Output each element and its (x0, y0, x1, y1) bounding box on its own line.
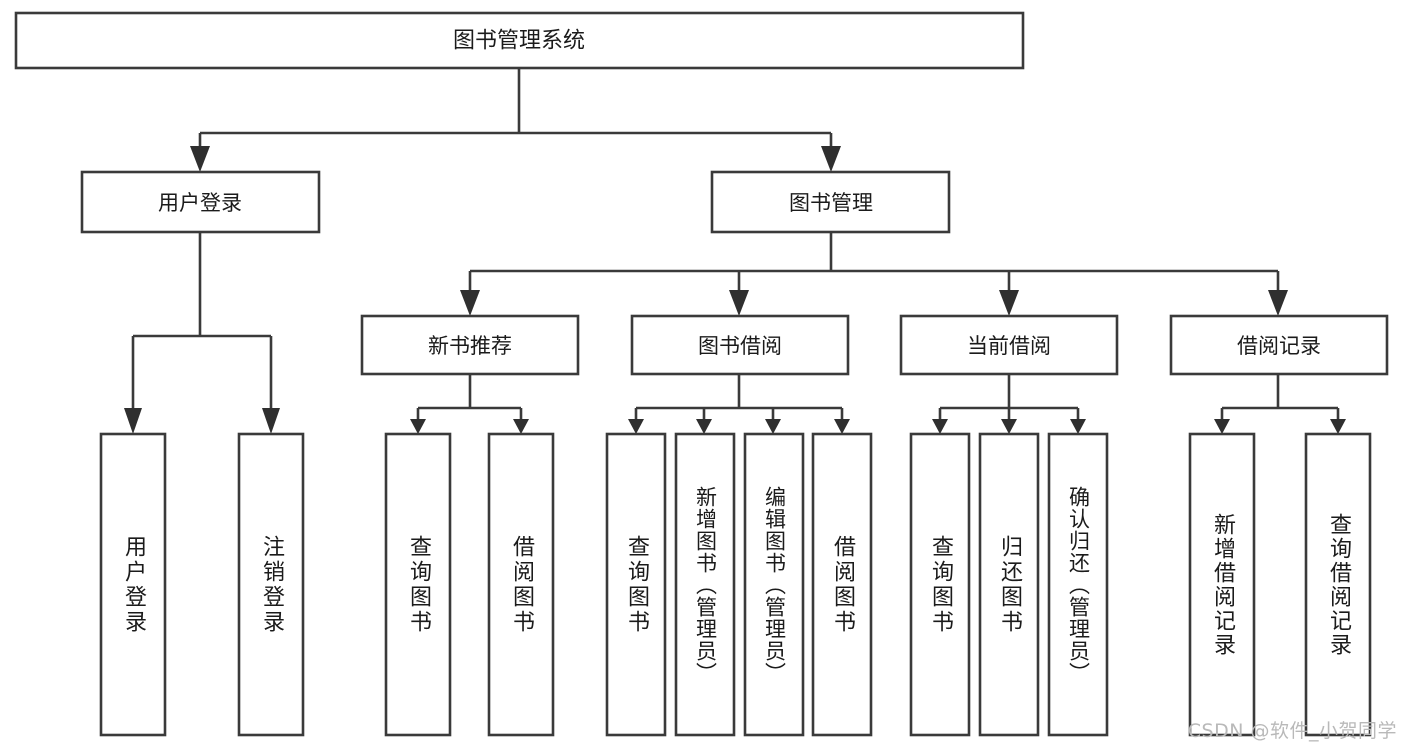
node-book-borrow[interactable]: 图书借阅 (630, 314, 850, 376)
node-leaf-add-book[interactable] (674, 432, 736, 737)
arrowhead-icon (765, 419, 781, 434)
arrowhead-icon (696, 419, 712, 434)
arrowhead-icon (932, 419, 948, 434)
arrowhead-icon (1001, 419, 1017, 434)
arrowhead-layer (124, 146, 1346, 434)
node-leaf-borrow-book-1[interactable] (487, 432, 555, 737)
node-leaf-query-book-1[interactable] (384, 432, 452, 737)
node-label-current-borrow: 当前借阅 (967, 334, 1051, 358)
node-label-borrow-record: 借阅记录 (1237, 334, 1321, 358)
node-leaf-borrow-book-2[interactable] (811, 432, 873, 737)
node-label-book-borrow: 图书借阅 (698, 334, 782, 358)
arrowhead-icon (1070, 419, 1086, 434)
node-leaf-add-record[interactable] (1188, 432, 1256, 737)
csdn-watermark: CSDN @软件_小贺同学 (1187, 720, 1397, 742)
arrowhead-icon (124, 408, 142, 434)
node-current-borrow[interactable]: 当前借阅 (899, 314, 1119, 376)
node-label-system-root: 图书管理系统 (453, 29, 585, 54)
arrowhead-icon (410, 419, 426, 434)
arrowhead-icon (1268, 290, 1288, 316)
node-book-management[interactable]: 图书管理 (710, 170, 951, 234)
node-leaf-return-book[interactable] (978, 432, 1040, 737)
node-label-book-management: 图书管理 (789, 191, 873, 215)
node-label-user-login: 用户登录 (158, 191, 242, 215)
arrowhead-icon (821, 146, 841, 172)
node-borrow-record[interactable]: 借阅记录 (1169, 314, 1389, 376)
connector-layer (131, 68, 1340, 419)
node-layer: 图书管理系统 用户登录 图书管理 新书推荐 图书借阅 (14, 11, 1389, 737)
arrowhead-icon (834, 419, 850, 434)
arrowhead-icon (999, 290, 1019, 316)
arrowhead-icon (190, 146, 210, 172)
node-leaf-logout-login[interactable] (237, 432, 305, 737)
arrowhead-icon (628, 419, 644, 434)
arrowhead-icon (729, 290, 749, 316)
node-leaf-edit-book[interactable] (743, 432, 805, 737)
node-user-login[interactable]: 用户登录 (80, 170, 321, 234)
node-new-book-recommend[interactable]: 新书推荐 (360, 314, 580, 376)
arrowhead-icon (1330, 419, 1346, 434)
arrowhead-icon (460, 290, 480, 316)
arrowhead-icon (262, 408, 280, 434)
arrowhead-icon (1214, 419, 1230, 434)
node-leaf-query-book-3[interactable] (909, 432, 971, 737)
node-label-new-book-recommend: 新书推荐 (428, 334, 512, 358)
node-leaf-user-login[interactable] (99, 432, 167, 737)
node-leaf-query-book-2[interactable] (605, 432, 667, 737)
node-leaf-confirm-return[interactable] (1047, 432, 1109, 737)
node-system-root[interactable]: 图书管理系统 (14, 11, 1025, 70)
node-leaf-query-record[interactable] (1304, 432, 1372, 737)
arrowhead-icon (513, 419, 529, 434)
